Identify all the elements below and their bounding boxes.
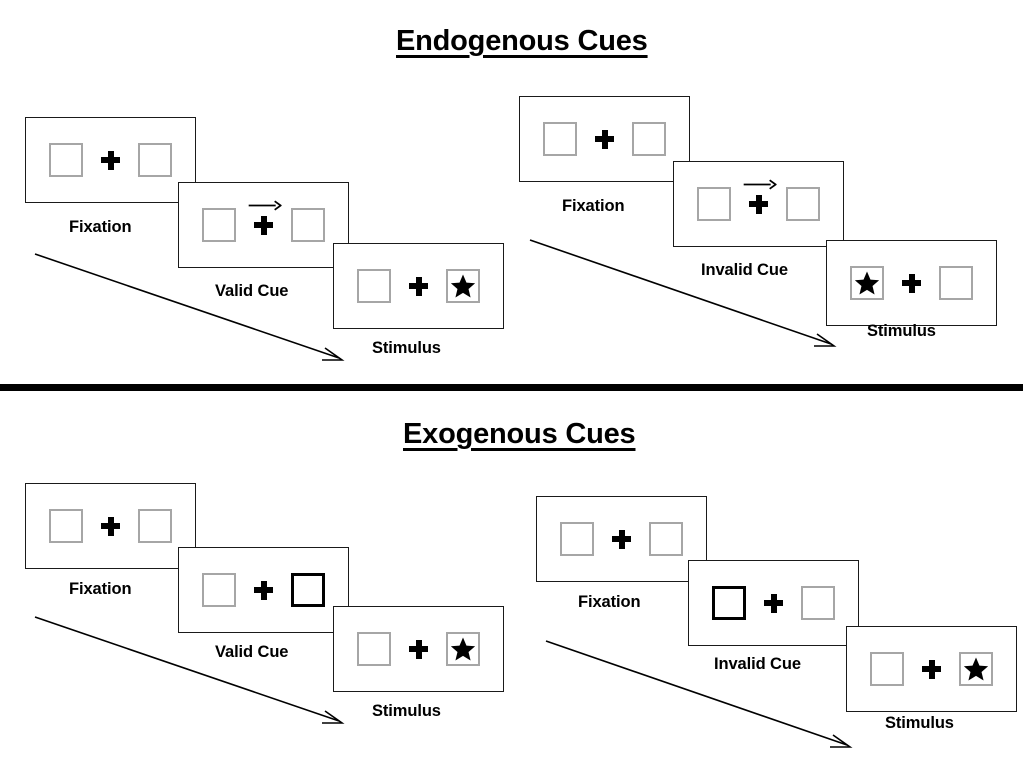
panel-exogenous-invalid-cue <box>688 560 859 646</box>
star-icon <box>963 656 989 682</box>
panel-content <box>202 573 325 607</box>
panel-endogenous-invalid-cue <box>673 161 844 247</box>
caption-endogenous-valid-cue: Valid Cue <box>215 282 289 300</box>
placeholder-box-left <box>697 187 731 221</box>
placeholder-box-left <box>560 522 594 556</box>
panel-content <box>850 266 973 300</box>
caption-endogenous-invalid-cue: Invalid Cue <box>701 261 788 279</box>
plus-icon <box>101 516 120 536</box>
arrow-right-icon <box>742 178 777 191</box>
caption-exogenous-invalid-stimulus: Stimulus <box>885 714 954 732</box>
panel-content <box>357 269 480 303</box>
caption-exogenous-valid-stimulus: Stimulus <box>372 702 441 720</box>
caption-exogenous-valid-cue: Valid Cue <box>215 643 289 661</box>
placeholder-box-right <box>138 509 172 543</box>
plus-icon <box>101 150 120 170</box>
placeholder-box-left <box>49 143 83 177</box>
section-divider <box>0 384 1023 391</box>
placeholder-box-left <box>543 122 577 156</box>
placeholder-box-right <box>446 269 480 303</box>
panel-exogenous-valid-cue <box>178 547 349 633</box>
caption-endogenous-valid-stimulus: Stimulus <box>372 339 441 357</box>
plus-icon <box>248 199 282 235</box>
placeholder-box-right <box>446 632 480 666</box>
star-icon <box>450 636 476 662</box>
placeholder-box-left <box>202 208 236 242</box>
timeline-arrow-endogenous-valid <box>33 250 353 370</box>
panel-exogenous-invalid-stimulus <box>846 626 1017 712</box>
panel-content <box>870 652 993 686</box>
plus-icon <box>612 529 631 549</box>
placeholder-box-right <box>786 187 820 221</box>
timeline-arrow-exogenous-valid <box>33 613 353 733</box>
placeholder-box-left <box>357 269 391 303</box>
caption-endogenous-invalid-stimulus: Stimulus <box>867 322 936 340</box>
cued-box-left <box>712 586 746 620</box>
star-icon <box>450 273 476 299</box>
section-title-endogenous: Endogenous Cues <box>396 25 648 57</box>
star-icon <box>854 270 880 296</box>
panel-content <box>202 199 325 242</box>
plus-icon <box>254 580 273 600</box>
plus-icon <box>743 178 777 214</box>
panel-exogenous-valid-stimulus <box>333 606 504 692</box>
plus-icon <box>922 659 941 679</box>
placeholder-box-right <box>801 586 835 620</box>
panel-content <box>697 178 820 221</box>
caption-exogenous-invalid-cue: Invalid Cue <box>714 655 801 673</box>
timeline-arrow-exogenous-invalid <box>544 637 864 757</box>
panel-endogenous-valid-cue <box>178 182 349 268</box>
plus-icon <box>764 593 783 613</box>
panel-content <box>49 143 172 177</box>
arrow-right-icon <box>247 199 282 212</box>
plus-icon <box>595 129 614 149</box>
plus-icon <box>409 276 428 296</box>
caption-endogenous-invalid-fixation: Fixation <box>562 197 625 215</box>
plus-icon <box>902 273 921 293</box>
placeholder-box-right <box>291 208 325 242</box>
placeholder-box-left <box>357 632 391 666</box>
panel-endogenous-invalid-fixation <box>519 96 690 182</box>
panel-content <box>357 632 480 666</box>
placeholder-box-left <box>870 652 904 686</box>
plus-icon <box>409 639 428 659</box>
caption-exogenous-invalid-fixation: Fixation <box>578 593 641 611</box>
cued-box-right <box>291 573 325 607</box>
placeholder-box-right <box>959 652 993 686</box>
panel-endogenous-valid-fixation <box>25 117 196 203</box>
placeholder-box-right <box>138 143 172 177</box>
panel-content <box>560 522 683 556</box>
placeholder-box-right <box>939 266 973 300</box>
caption-exogenous-valid-fixation: Fixation <box>69 580 132 598</box>
placeholder-box-left <box>202 573 236 607</box>
panel-content <box>49 509 172 543</box>
placeholder-box-right <box>649 522 683 556</box>
panel-content <box>543 122 666 156</box>
panel-endogenous-invalid-stimulus <box>826 240 997 326</box>
panel-endogenous-valid-stimulus <box>333 243 504 329</box>
panel-exogenous-valid-fixation <box>25 483 196 569</box>
placeholder-box-left <box>850 266 884 300</box>
placeholder-box-right <box>632 122 666 156</box>
timeline-arrow-endogenous-invalid <box>528 236 848 356</box>
panel-content <box>712 586 835 620</box>
caption-endogenous-valid-fixation: Fixation <box>69 218 132 236</box>
section-title-exogenous: Exogenous Cues <box>403 418 636 450</box>
panel-exogenous-invalid-fixation <box>536 496 707 582</box>
placeholder-box-left <box>49 509 83 543</box>
